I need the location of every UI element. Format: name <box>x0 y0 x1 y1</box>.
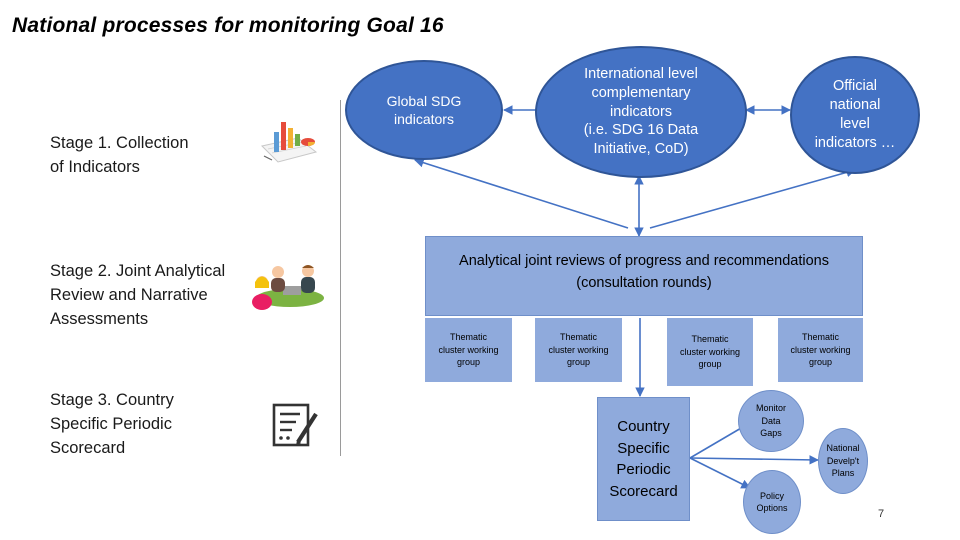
page-number: 7 <box>878 508 885 520</box>
country-scorecard-box: Country Specific Periodic Scorecard <box>597 397 690 521</box>
node-line: indicators <box>394 111 454 127</box>
cluster-line: cluster working <box>438 344 499 355</box>
arrow-scorecard-policy <box>689 457 751 489</box>
stage-1-label: Stage 1. Collection of Indicators <box>50 131 189 179</box>
vertical-divider <box>340 100 341 456</box>
node-line: Official <box>832 78 878 95</box>
arrow-official-hub <box>649 167 856 229</box>
stage-3-line: Specific Periodic <box>50 415 172 433</box>
node-line: indicators <box>609 103 673 120</box>
stage-2-line: Review and Narrative <box>50 286 208 304</box>
monitor-data-gaps-node: Monitor Data Gaps <box>738 390 804 452</box>
arrow-global-hub <box>414 158 629 229</box>
thematic-cluster-2: Thematic cluster working group <box>535 318 622 382</box>
cluster-line: Thematic <box>691 334 729 345</box>
node-line: International level <box>584 65 698 82</box>
scorecard-line: Scorecard <box>609 482 678 500</box>
international-indicators-node: International level complementary indica… <box>535 46 747 178</box>
cluster-line: Thematic <box>559 332 597 343</box>
cluster-line: cluster working <box>790 344 851 355</box>
joint-review-banner: Analytical joint reviews of progress and… <box>425 236 863 316</box>
output-line: Data <box>761 415 781 426</box>
scorecard-line: Country <box>617 418 670 435</box>
output-line: Plans <box>831 468 855 479</box>
cluster-line: cluster working <box>679 346 741 357</box>
stage-1-line: Stage 1. Collection <box>50 134 189 152</box>
output-line: Policy <box>759 490 784 501</box>
stage-2-line: Assessments <box>50 310 149 328</box>
node-line: Global SDG <box>386 92 462 109</box>
cluster-line: group <box>566 357 591 368</box>
node-line: complementary <box>591 84 691 101</box>
stage-2-label: Stage 2. Joint Analytical Review and Nar… <box>50 259 225 331</box>
stage-3-line: Scorecard <box>50 439 126 457</box>
cluster-line: group <box>698 359 722 370</box>
checklist-icon <box>272 403 318 447</box>
meeting-people-icon <box>252 265 324 310</box>
node-line: national <box>829 97 881 114</box>
stage-2-line: Stage 2. Joint Analytical <box>50 262 226 280</box>
bar-chart-icon <box>261 122 318 163</box>
cluster-line: group <box>808 357 833 368</box>
node-line: indicators … <box>814 134 896 151</box>
node-line: (i.e. SDG 16 Data <box>583 122 699 139</box>
node-line: Initiative, CoD) <box>593 141 689 158</box>
cluster-line: Thematic <box>449 332 487 343</box>
output-line: Develp't <box>826 455 860 466</box>
output-line: Gaps <box>760 428 782 439</box>
official-national-indicators-node: Official national level indicators … <box>790 56 920 174</box>
thematic-cluster-4: Thematic cluster working group <box>778 318 863 382</box>
cluster-line: group <box>456 357 481 368</box>
banner-line: Analytical joint reviews of progress and… <box>459 253 829 269</box>
scorecard-line: Periodic <box>616 461 671 478</box>
output-line: Options <box>756 503 788 513</box>
thematic-cluster-3: Thematic cluster working group <box>667 318 753 386</box>
policy-options-node: Policy Options <box>743 470 801 534</box>
node-line: level <box>840 116 870 132</box>
output-line: Monitor <box>755 403 786 414</box>
slide-title: National processes for monitoring Goal 1… <box>12 14 444 37</box>
global-sdg-indicators-node: Global SDG indicators <box>345 60 503 160</box>
cluster-line: cluster working <box>548 344 609 355</box>
cluster-line: Thematic <box>801 332 839 343</box>
thematic-cluster-1: Thematic cluster working group <box>425 318 512 382</box>
national-develop-plans-node: National Develp't Plans <box>818 428 868 494</box>
stage-3-line: Stage 3. Country <box>50 391 174 409</box>
arrow-scorecard-plans <box>689 455 819 465</box>
stage-1-line: of Indicators <box>50 158 140 176</box>
stage-3-label: Stage 3. Country Specific Periodic Score… <box>50 388 174 460</box>
banner-line: (consultation rounds) <box>576 275 712 291</box>
output-line: National <box>826 443 860 454</box>
scorecard-line: Specific <box>617 439 670 457</box>
